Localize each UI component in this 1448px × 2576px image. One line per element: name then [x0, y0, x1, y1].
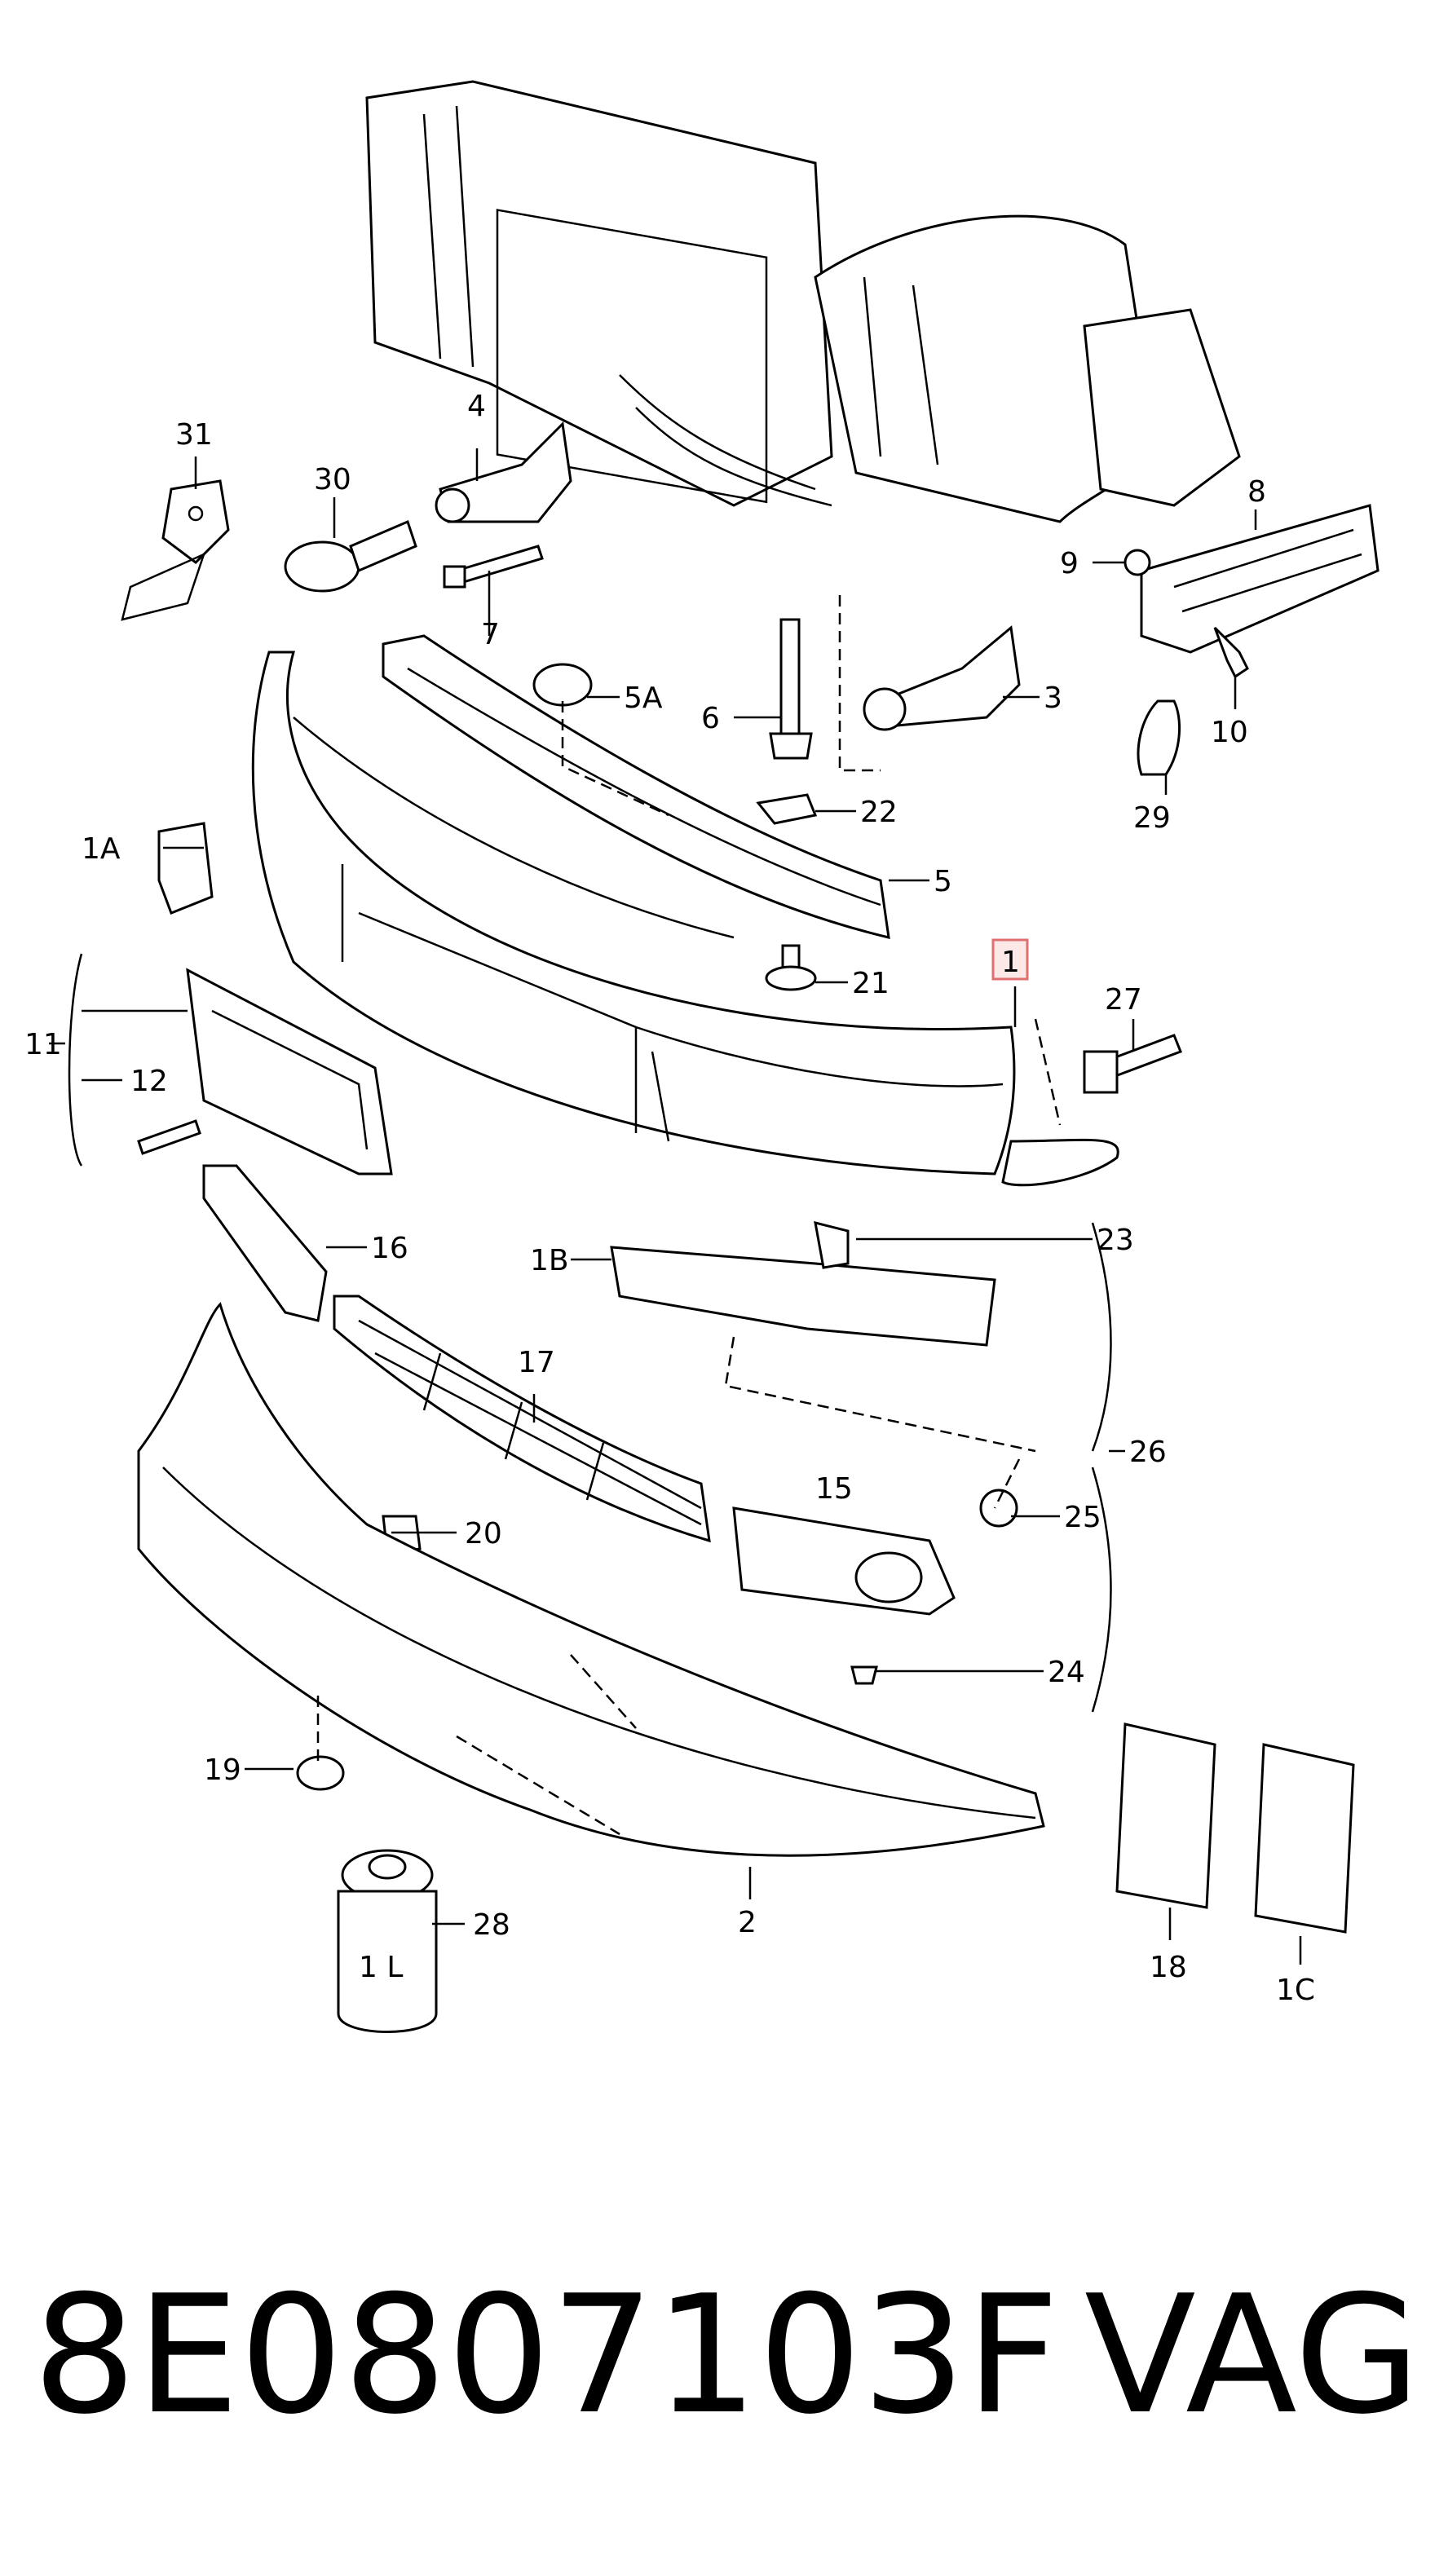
label-3: 3	[1044, 681, 1062, 715]
bolt-6	[769, 618, 813, 760]
label-30: 30	[314, 463, 351, 496]
parts-diagram: 31 30 4 7 8 9 10 29 5A 6 3 22 5 1A 21 1 …	[24, 80, 1380, 2033]
label-20: 20	[465, 1517, 502, 1550]
label-19: 19	[204, 1753, 241, 1787]
label-15: 15	[815, 1472, 853, 1506]
bolt-21	[765, 944, 817, 991]
label-25: 25	[1064, 1501, 1101, 1534]
brand-name: VAG	[1084, 2261, 1421, 2450]
clip-19	[296, 1755, 345, 1791]
label-1a: 1A	[82, 832, 121, 866]
bag-18	[1115, 1722, 1216, 1909]
fender	[814, 214, 1241, 523]
label-1: 1	[1001, 946, 1020, 979]
label-22: 22	[860, 796, 898, 829]
label-28: 28	[473, 1908, 510, 1942]
label-8: 8	[1247, 475, 1266, 509]
label-24: 24	[1048, 1656, 1085, 1689]
label-12: 12	[130, 1065, 168, 1098]
radiator-support	[365, 80, 833, 507]
label-23: 23	[1097, 1224, 1134, 1257]
clip-22	[756, 793, 818, 825]
label-1c: 1C	[1276, 1974, 1315, 2007]
label-21: 21	[852, 967, 890, 1000]
can-volume-label: 1 L	[359, 1951, 403, 1984]
screw-24	[850, 1665, 878, 1685]
label-16: 16	[371, 1232, 408, 1265]
screw-7	[443, 545, 544, 589]
label-27: 27	[1105, 983, 1142, 1017]
bracket-8	[1140, 504, 1380, 654]
label-5: 5	[934, 865, 952, 898]
seal-29	[1137, 699, 1181, 776]
reflector-1b	[610, 1246, 996, 1347]
screw-10	[1213, 626, 1249, 679]
clip-5a	[532, 663, 593, 707]
washer-25	[979, 1489, 1018, 1528]
label-18: 18	[1150, 1951, 1187, 1984]
grille-left-16	[202, 1164, 328, 1322]
label-2: 2	[738, 1906, 757, 1939]
clip-23	[814, 1220, 850, 1269]
label-9: 9	[1060, 547, 1079, 580]
can-28	[337, 1849, 438, 2033]
fog-grille-15	[732, 1506, 956, 1616]
bracket-4	[435, 421, 572, 523]
label-31: 31	[175, 418, 213, 452]
label-26: 26	[1129, 1436, 1167, 1469]
label-11: 11	[24, 1028, 62, 1061]
label-17: 17	[518, 1346, 555, 1379]
license-plate-holder	[186, 968, 393, 1176]
label-5a: 5A	[624, 681, 663, 715]
label-29: 29	[1133, 801, 1171, 835]
part-number: 8E0807103F	[33, 2261, 1060, 2450]
part-labels: 31 30 4 7 8 9 10 29 5A 6 3 22 5 1A 21 1 …	[24, 390, 1315, 2007]
bracket-3	[863, 625, 1021, 731]
label-10: 10	[1211, 716, 1248, 749]
label-6: 6	[701, 702, 720, 735]
footer: 8E0807103F VAG	[33, 2261, 1421, 2450]
nut-9	[1124, 549, 1151, 576]
bumper-cover	[251, 651, 1119, 1187]
bolt-27	[1083, 1034, 1182, 1094]
bag-1c	[1254, 1743, 1355, 1934]
part-1-highlight	[991, 938, 1029, 981]
grille-center-17	[333, 1295, 711, 1543]
tow-eye-30	[284, 519, 417, 593]
spoiler-2	[137, 1302, 1045, 1857]
screw-12	[137, 1119, 201, 1155]
leader-lines	[49, 448, 1302, 1965]
cap-1a	[157, 822, 214, 915]
label-1b: 1B	[530, 1244, 569, 1277]
label-4: 4	[467, 390, 486, 423]
mount-bracket-31	[121, 479, 230, 621]
label-7: 7	[481, 618, 500, 651]
